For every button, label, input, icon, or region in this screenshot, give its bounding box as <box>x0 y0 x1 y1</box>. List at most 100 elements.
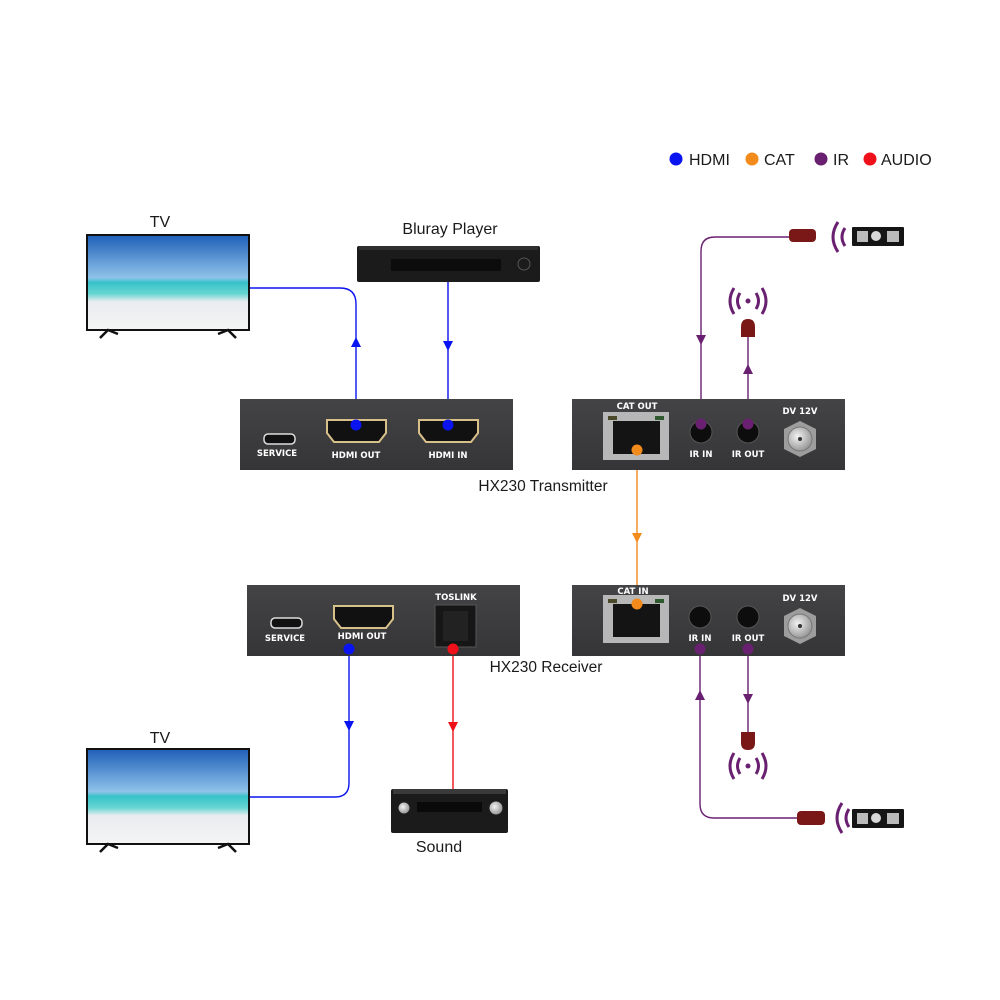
dc-power-pin <box>798 624 802 628</box>
remote-control-rx <box>852 809 904 828</box>
ir-wave-icon <box>728 287 736 315</box>
rx-ir-out-dot <box>742 643 754 655</box>
ir-signal-dot <box>745 763 751 769</box>
bluray-display <box>391 259 501 271</box>
ir-arrow-up-tx <box>743 364 753 374</box>
tx-ir-out-label: IR OUT <box>732 450 765 460</box>
hdmi-cable-rx-out-to-tv <box>249 648 350 798</box>
ir-wave-icon <box>760 752 768 780</box>
ir-jack-icon <box>688 605 712 629</box>
tv-bottom-label: TV <box>150 730 171 747</box>
tx-ir-in-port: IR IN <box>689 418 713 460</box>
av-receiver-display <box>417 802 482 812</box>
remote-side-buttons <box>887 813 899 824</box>
sound-label: Sound <box>416 839 462 856</box>
rx-toslink-dot <box>447 643 459 655</box>
remote-dpad <box>871 813 881 823</box>
rx-toslink-port: TOSLINK <box>434 593 477 655</box>
rx-power-port: DV 12V <box>782 594 818 644</box>
tx-cat-out-label: CAT OUT <box>617 402 658 412</box>
legend-swatch-audio <box>863 152 877 166</box>
transmitter-title: HX230 Transmitter <box>478 478 607 495</box>
tx-ir-in-dot <box>695 418 707 430</box>
rx-service-port: SERVICE <box>265 617 305 644</box>
legend: HDMI CAT IR AUDIO <box>669 152 932 169</box>
rj45-socket <box>613 604 660 637</box>
tv-bottom-stand-right <box>217 842 237 853</box>
rx-cat-in-port: CAT IN <box>603 587 669 643</box>
tx-cat-out-dot <box>631 444 643 456</box>
bluray-label: Bluray Player <box>402 221 498 238</box>
tx-power-label: DV 12V <box>782 407 817 417</box>
ir-signal-waves-tx-remote <box>831 221 847 253</box>
ir-arrow-up-rx <box>695 690 705 700</box>
ir-cable-rx-in <box>699 648 797 819</box>
remote-side-buttons <box>887 231 899 242</box>
hdmi-arrow-up <box>351 337 361 347</box>
cat-arrow-down <box>632 533 642 543</box>
ir-receiver-eye-rx <box>797 811 825 825</box>
hdmi-arrow-down-rx <box>344 721 354 731</box>
tx-hdmi-out-dot <box>350 419 362 431</box>
rx-ir-in-port: IR IN <box>688 605 712 655</box>
av-receiver-knob-left <box>398 802 410 814</box>
ir-receiver-eye-tx <box>789 229 816 242</box>
hdmi-arrow-down <box>443 341 453 351</box>
tx-power-port: DV 12V <box>782 407 818 457</box>
ir-arrow-down-tx <box>696 335 706 345</box>
hdmi-port-icon <box>326 419 387 443</box>
receiver-left-panel: SERVICE HDMI OUT TOSLINK <box>247 585 520 656</box>
ir-signal-dot <box>745 298 751 304</box>
rj45-led-left <box>608 599 617 603</box>
legend-swatch-cat <box>745 152 759 166</box>
transmitter-right-panel: CAT OUT IR IN IR OUT DV 12V <box>572 399 845 470</box>
ir-wave-icon <box>754 757 760 775</box>
tx-ir-out-port: IR OUT <box>732 418 765 460</box>
ir-signal-waves-rx-remote <box>835 802 851 834</box>
tv-top: TV <box>86 214 250 339</box>
ir-receiver-eye-icon <box>789 229 816 242</box>
tx-ir-in-label: IR IN <box>690 450 713 460</box>
rx-hdmi-out-dot <box>343 643 355 655</box>
receiver-right-panel: CAT IN IR IN IR OUT DV 12V <box>572 585 845 656</box>
sound-receiver: Sound <box>391 789 508 856</box>
remote-keypad <box>857 231 868 242</box>
ir-emitter-icon <box>741 732 755 750</box>
legend-label-hdmi: HDMI <box>689 152 730 169</box>
tx-service-label: SERVICE <box>257 449 297 459</box>
rx-toslink-label: TOSLINK <box>435 593 477 603</box>
dc-power-pin <box>798 437 802 441</box>
tv-top-label: TV <box>150 214 171 231</box>
cables <box>249 236 797 819</box>
tv-top-stand-left <box>99 328 119 339</box>
legend-item-ir: IR <box>814 152 849 169</box>
remote-keypad <box>857 813 868 824</box>
micro-usb-icon <box>270 617 303 629</box>
bluray-top-edge <box>359 246 538 250</box>
ir-wave-icon <box>831 221 840 253</box>
ir-emitter-icon <box>741 319 755 337</box>
rj45-led-right <box>655 599 664 603</box>
audio-arrow-down <box>448 722 458 732</box>
legend-item-audio: AUDIO <box>863 152 932 169</box>
tx-cat-out-port: CAT OUT <box>603 402 669 460</box>
remote-dpad <box>871 231 881 241</box>
rx-ir-out-port: IR OUT <box>732 605 765 655</box>
rx-ir-out-label: IR OUT <box>732 634 765 644</box>
tx-hdmi-out-port: HDMI OUT <box>326 419 387 461</box>
ir-emitter-rx <box>728 732 768 780</box>
tv-top-screen <box>86 234 250 331</box>
rx-cat-in-dot <box>631 598 643 610</box>
ir-wave-icon <box>760 287 768 315</box>
legend-swatch-ir <box>814 152 828 166</box>
legend-swatch-hdmi <box>669 152 683 166</box>
ir-wave-icon <box>754 292 760 310</box>
ir-emitter-tx <box>728 287 768 337</box>
tx-hdmi-in-dot <box>442 419 454 431</box>
tx-hdmi-in-label: HDMI IN <box>428 451 467 461</box>
av-receiver-knob-right <box>489 801 503 815</box>
ir-wave-icon <box>728 752 736 780</box>
rx-power-label: DV 12V <box>782 594 817 604</box>
rx-ir-in-label: IR IN <box>689 634 712 644</box>
ir-cable-tx-in <box>700 236 789 425</box>
